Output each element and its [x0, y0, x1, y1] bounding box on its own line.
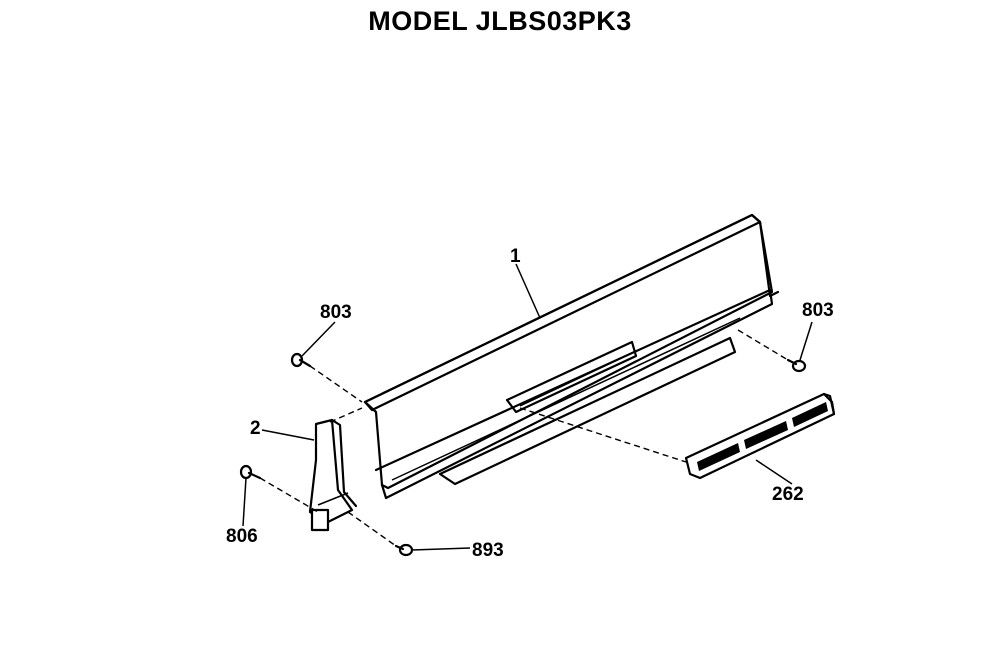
callout-screw-left-bottom: 806 [226, 526, 258, 547]
backguard-panel [363, 213, 780, 500]
diagram-title: MODEL JLBS03PK3 [368, 6, 632, 36]
callout-vent-grille: 262 [772, 484, 804, 505]
vent-grille [684, 392, 836, 480]
callout-screw-bottom: 893 [472, 540, 504, 561]
screw-bottom [394, 543, 414, 557]
leader-lines [242, 263, 813, 551]
callout-backguard: 1 [510, 246, 521, 267]
screw-right-top [786, 358, 807, 373]
assembly-lines [259, 329, 789, 547]
end-cap-bracket [308, 418, 358, 532]
screw-left-bottom [239, 464, 262, 480]
callout-screw-left-top: 803 [320, 302, 352, 323]
callout-screw-right-top: 803 [802, 300, 834, 321]
callout-end-cap: 2 [250, 418, 261, 439]
screw-left-top [290, 352, 312, 368]
